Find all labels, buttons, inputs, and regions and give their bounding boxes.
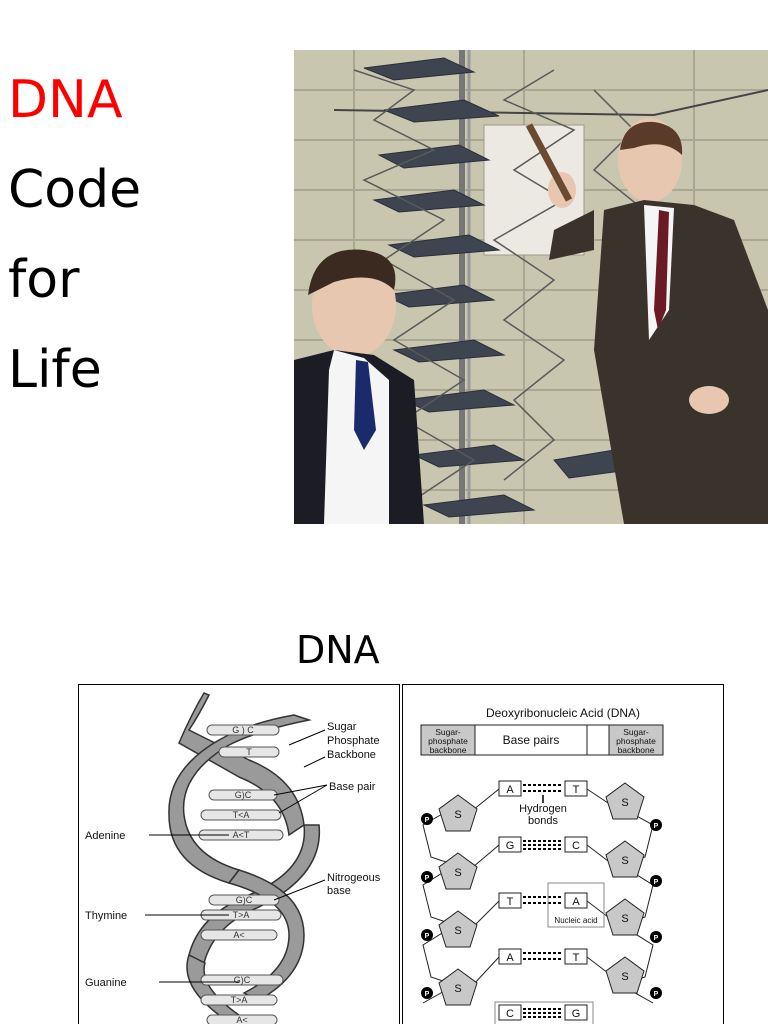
guanine-label: Guanine: [85, 977, 127, 989]
phosphate-letter: P: [654, 879, 659, 886]
header-middle: Base pairs: [503, 733, 560, 747]
scientists-dna-model-photo: [294, 50, 768, 524]
phosphate-letter: P: [425, 933, 430, 940]
rung-label: T<A: [233, 810, 250, 820]
rung-label: A<T: [233, 830, 250, 840]
phosphate-letter: P: [654, 991, 659, 998]
base-letter: T: [573, 952, 580, 964]
title-code: Code: [8, 160, 142, 220]
header-right-1: Sugar-: [623, 727, 649, 737]
base-letter: T: [573, 784, 580, 796]
title-dna: DNA: [8, 70, 123, 130]
base-letter: C: [506, 1008, 514, 1020]
nitrogenous-label-1: Nitrogeous: [327, 872, 381, 884]
nucleic-acid-label: Nucleic acid: [554, 916, 597, 925]
sugar-letter: S: [621, 971, 628, 983]
rung-label: T>A: [233, 910, 250, 920]
rung-label: G)C: [235, 790, 252, 800]
phosphate-letter: P: [654, 935, 659, 942]
header-left-3: backbone: [430, 745, 467, 755]
thymine-label: Thymine: [85, 910, 127, 922]
sugar-label-2: Phosphate: [327, 735, 380, 747]
dna-structure-diagram: Deoxyribonucleic Acid (DNA) Sugar- phosp…: [402, 684, 724, 1024]
header-left-2: phosphate: [428, 736, 468, 746]
header-right-2: phosphate: [616, 736, 656, 746]
rung-label: G)C: [236, 895, 253, 905]
hydrogen-bonds-label-2: bonds: [528, 815, 558, 827]
rung-label: G ) C: [232, 725, 254, 735]
base-letter: C: [572, 840, 580, 852]
phosphate-letter: P: [654, 823, 659, 830]
header-right-3: backbone: [618, 745, 655, 755]
sugar-letter: S: [454, 867, 461, 879]
sugar-letter: S: [621, 855, 628, 867]
rung-label: T: [246, 747, 252, 757]
rung-label: T>A: [231, 995, 248, 1005]
sugar-label-1: Sugar: [327, 721, 357, 733]
double-helix-diagram: G ) C T G)C T<A A<T G)C T>A A< G)C T>A A…: [78, 684, 400, 1024]
sugar-letter: S: [454, 983, 461, 995]
sugar-letter: S: [621, 797, 628, 809]
nitrogenous-label-2: base: [327, 885, 351, 897]
base-letter: A: [506, 784, 514, 796]
structure-title: Deoxyribonucleic Acid (DNA): [486, 706, 640, 720]
header-left-1: Sugar-: [435, 727, 461, 737]
section-heading-dna: DNA: [296, 628, 380, 672]
base-pair-label: Base pair: [329, 781, 376, 793]
rung-label: G)C: [234, 975, 251, 985]
adenine-label: Adenine: [85, 830, 125, 842]
rung-label: A<: [233, 930, 244, 940]
hydrogen-bonds-label-1: Hydrogen: [519, 803, 567, 815]
phosphate-letter: P: [425, 991, 430, 998]
sugar-label-3: Backbone: [327, 749, 376, 761]
sugar-letter: S: [454, 925, 461, 937]
phosphate-letter: P: [425, 817, 430, 824]
phosphate-letter: P: [425, 875, 430, 882]
base-letter: G: [572, 1008, 581, 1020]
base-letter: A: [572, 896, 580, 908]
sugar-letter: S: [454, 809, 461, 821]
base-letter: T: [507, 896, 514, 908]
rung-label: A<: [236, 1015, 247, 1024]
title-for: for: [8, 250, 80, 310]
title-life: Life: [8, 340, 102, 400]
sugar-letter: S: [621, 913, 628, 925]
base-letter: G: [506, 840, 515, 852]
base-letter: A: [506, 952, 514, 964]
